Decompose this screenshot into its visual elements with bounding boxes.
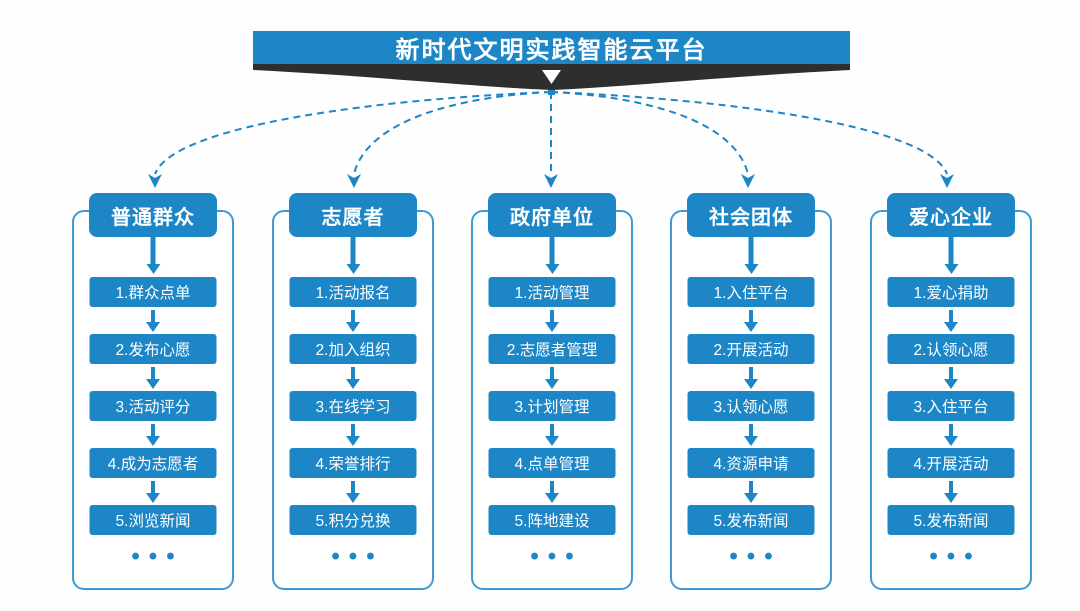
down-arrow (949, 367, 953, 380)
flow-step: 3.认领心愿 (687, 391, 815, 421)
arrowhead-column-3 (544, 174, 558, 188)
flow-step: 2.志愿者管理 (488, 334, 616, 364)
down-arrow (151, 310, 155, 323)
flow-step: 1.群众点单 (89, 277, 217, 307)
column-caring-enterprises: 爱心企业 1.爱心捐助 2.认领心愿 3.入住平台 4.开展活动 5.发布新闻 … (869, 193, 1033, 605)
flow-step: 4.开展活动 (887, 448, 1015, 478)
flow-step: 5.发布新闻 (887, 505, 1015, 535)
down-arrow (749, 310, 753, 323)
down-arrow (550, 367, 554, 380)
down-arrow (549, 237, 555, 265)
connector-to-column-4 (550, 91, 749, 175)
down-arrow (949, 481, 953, 494)
down-arrow-icon (542, 70, 561, 84)
down-arrow (550, 481, 554, 494)
platform-title-banner: 新时代文明实践智能云平台 (253, 31, 850, 64)
flow-step: 5.积分兑换 (289, 505, 417, 535)
column-government: 政府单位 1.活动管理 2.志愿者管理 3.计划管理 4.点单管理 5.阵地建设… (470, 193, 634, 605)
down-arrow (351, 310, 355, 323)
down-arrow (949, 310, 953, 323)
flow-step: 3.活动评分 (89, 391, 217, 421)
column-ordinary-people: 普通群众 1.群众点单 2.发布心愿 3.活动评分 4.成为志愿者 5.浏览新闻… (71, 193, 235, 605)
down-arrow (949, 424, 953, 437)
down-arrow (150, 237, 156, 265)
flow-step: 1.活动报名 (289, 277, 417, 307)
column-header: 普通群众 (89, 193, 217, 237)
arrowhead-column-5 (940, 174, 954, 188)
down-arrow (749, 367, 753, 380)
flow-step: 1.活动管理 (488, 277, 616, 307)
arrowhead-column-2 (347, 174, 361, 188)
flow-step: 2.认领心愿 (887, 334, 1015, 364)
down-arrow (151, 367, 155, 380)
flow-step: 1.爱心捐助 (887, 277, 1015, 307)
more-steps-ellipsis: ••• (929, 543, 982, 570)
flow-step: 4.点单管理 (488, 448, 616, 478)
down-arrow (351, 367, 355, 380)
down-arrow (550, 424, 554, 437)
platform-title: 新时代文明实践智能云平台 (395, 37, 708, 64)
flow-step: 3.在线学习 (289, 391, 417, 421)
flow-step: 2.加入组织 (289, 334, 417, 364)
connector-to-column-1 (154, 91, 552, 175)
flow-step: 2.发布心愿 (89, 334, 217, 364)
arrowhead-column-1 (148, 174, 162, 188)
down-arrow (151, 424, 155, 437)
column-header: 志愿者 (289, 193, 417, 237)
down-arrow (948, 237, 954, 265)
down-arrow (350, 237, 356, 265)
down-arrow (748, 237, 754, 265)
flow-step: 5.发布新闻 (687, 505, 815, 535)
flow-step: 5.浏览新闻 (89, 505, 217, 535)
more-steps-ellipsis: ••• (530, 543, 583, 570)
column-social-groups: 社会团体 1.入住平台 2.开展活动 3.认领心愿 4.资源申请 5.发布新闻 … (669, 193, 833, 605)
column-header: 社会团体 (687, 193, 815, 237)
down-arrow (351, 481, 355, 494)
flow-step: 3.入住平台 (887, 391, 1015, 421)
flow-step: 5.阵地建设 (488, 505, 616, 535)
connector-to-column-5 (550, 91, 948, 175)
flow-step: 2.开展活动 (687, 334, 815, 364)
flow-step: 1.入住平台 (687, 277, 815, 307)
more-steps-ellipsis: ••• (331, 543, 384, 570)
flow-step: 3.计划管理 (488, 391, 616, 421)
more-steps-ellipsis: ••• (131, 543, 184, 570)
down-arrow (351, 424, 355, 437)
column-header: 政府单位 (488, 193, 616, 237)
flow-step: 4.成为志愿者 (89, 448, 217, 478)
arrowhead-column-4 (741, 174, 755, 188)
column-header: 爱心企业 (887, 193, 1015, 237)
banner-shadow-swoosh (253, 64, 850, 90)
more-steps-ellipsis: ••• (729, 543, 782, 570)
down-arrow (749, 481, 753, 494)
down-arrow (749, 424, 753, 437)
down-arrow (151, 481, 155, 494)
flow-step: 4.荣誉排行 (289, 448, 417, 478)
down-arrow (550, 310, 554, 323)
column-volunteers: 志愿者 1.活动报名 2.加入组织 3.在线学习 4.荣誉排行 5.积分兑换 •… (271, 193, 435, 605)
connector-to-column-2 (353, 91, 552, 175)
flow-step: 4.资源申请 (687, 448, 815, 478)
